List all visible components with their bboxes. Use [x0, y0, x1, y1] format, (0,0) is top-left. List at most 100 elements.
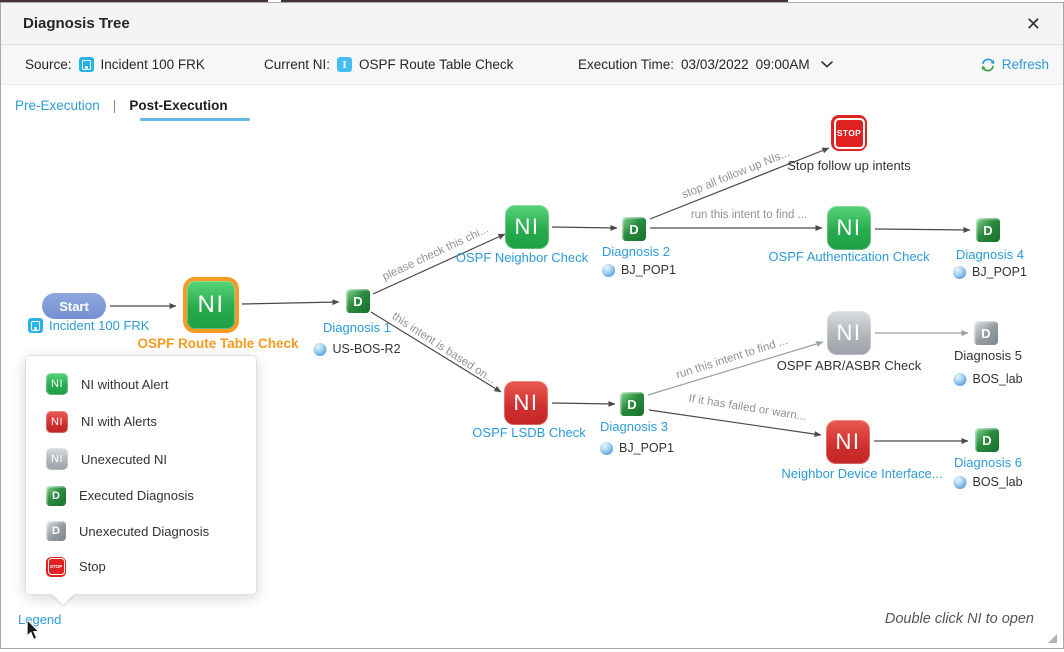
tab-separator: | [112, 97, 117, 113]
close-icon[interactable]: ✕ [1025, 13, 1041, 34]
ni-node-ospf-route-table-check[interactable]: NI [183, 277, 239, 333]
resize-handle[interactable] [1048, 634, 1057, 643]
diagnosis-icon-executed: D [346, 289, 370, 313]
ni-label-ospf-lsdb-check[interactable]: OSPF LSDB Check [472, 425, 586, 440]
execution-time-dropdown[interactable]: Execution Time: 03/03/2022 09:00AM [578, 45, 833, 84]
ni-node-ospf-authentication-check[interactable]: NI [827, 206, 871, 250]
stop-icon: STOP [46, 556, 66, 577]
ni-with-alerts-icon: NI [46, 410, 68, 433]
diagnosis-node-4[interactable]: D [976, 218, 1000, 242]
device-row: BJ_POP1 [953, 265, 1027, 279]
current-ni-label: Current NI: [264, 57, 331, 72]
legend-item: NI NI without Alert [46, 373, 236, 395]
background-strip [281, 0, 788, 3]
device-name: US-BOS-R2 [332, 342, 401, 356]
ni-label-ospf-abr-asbr-check[interactable]: OSPF ABR/ASBR Check [776, 358, 922, 373]
device-name: BJ_POP1 [972, 265, 1027, 279]
device-name: BOS_lab [972, 475, 1023, 489]
diagnosis-node-6[interactable]: D [975, 428, 999, 452]
ni-node-ospf-abr-asbr-check[interactable]: NI [827, 311, 871, 355]
edge-label: stop all follow up NIs... [680, 147, 791, 201]
diagnosis-node-3[interactable]: D [620, 392, 644, 416]
edge-label: run this intent to find ... [691, 209, 807, 221]
stop-node-label: Stop follow up intents [787, 158, 911, 173]
device-row: BOS_lab [953, 372, 1023, 386]
info-bar: Source: Incident 100 FRK Current NI: I O… [1, 45, 1063, 85]
ni-icon-red: NI [504, 381, 548, 425]
ni-icon-green: NI [827, 206, 871, 250]
diagnosis-label-2[interactable]: Diagnosis 2 [602, 244, 670, 259]
diagnosis-label-4[interactable]: Diagnosis 4 [956, 247, 1024, 262]
diagnosis-icon-unexecuted: D [974, 321, 998, 345]
device-row: BJ_POP1 [600, 441, 674, 455]
diagnosis-icon-executed: D [622, 217, 646, 241]
incident-icon [78, 57, 94, 72]
start-source-row[interactable]: Incident 100 FRK [28, 318, 149, 333]
start-source-label[interactable]: Incident 100 FRK [49, 318, 150, 333]
tabs-bar: Pre-Execution | Post-Execution [1, 85, 1063, 125]
double-click-hint: Double click NI to open [884, 611, 1034, 627]
device-icon [953, 475, 967, 489]
legend-item-label: NI without Alert [81, 376, 169, 392]
device-icon [602, 263, 616, 277]
legend-item: D Unexecuted Diagnosis [46, 521, 236, 542]
device-icon [313, 342, 327, 356]
ni-icon-red: NI [826, 420, 870, 464]
ni-label-ospf-route-table-check[interactable]: OSPF Route Table Check [137, 336, 299, 351]
legend-item-label: NI with Alerts [81, 414, 157, 430]
source-value: Incident 100 FRK [100, 57, 205, 72]
refresh-icon [981, 58, 995, 71]
legend-item-label: Unexecuted Diagnosis [79, 523, 210, 539]
device-name: BJ_POP1 [619, 441, 674, 455]
legend-item-label: Executed Diagnosis [79, 488, 194, 504]
stop-sign-icon: STOP [831, 115, 867, 151]
refresh-button[interactable]: Refresh [980, 45, 1049, 84]
device-row: BJ_POP1 [602, 263, 676, 277]
source-label: Source: [25, 57, 72, 72]
ni-label-ospf-authentication-check[interactable]: OSPF Authentication Check [768, 249, 930, 264]
legend-item: D Executed Diagnosis [46, 485, 236, 506]
page-title: Diagnosis Tree [23, 15, 130, 32]
diagnosis-node-5[interactable]: D [974, 321, 998, 345]
executed-diagnosis-icon: D [46, 485, 66, 506]
tab-post-execution[interactable]: Post-Execution [129, 97, 228, 113]
legend-item-label: Unexecuted NI [81, 451, 167, 467]
ni-label-ospf-neighbor-check[interactable]: OSPF Neighbor Check [455, 250, 589, 265]
titlebar: Diagnosis Tree ✕ [1, 3, 1063, 45]
edge-label: run this intent to find ... [675, 335, 790, 381]
legend-item: NI Unexecuted NI [46, 448, 236, 471]
ni-icon-green: NI [505, 205, 549, 249]
device-icon [953, 265, 967, 279]
tab-pre-execution[interactable]: Pre-Execution [15, 97, 100, 113]
ni-icon-gray: NI [827, 311, 871, 355]
device-icon [953, 372, 967, 386]
diagnosis-label-1[interactable]: Diagnosis 1 [323, 320, 391, 335]
diagnosis-label-3[interactable]: Diagnosis 3 [600, 419, 668, 434]
diagnosis-label-6[interactable]: Diagnosis 6 [954, 455, 1022, 470]
diagnosis-node-2[interactable]: D [622, 217, 646, 241]
start-pill: Start [42, 293, 106, 319]
incident-icon [28, 318, 43, 333]
background-strip [0, 0, 268, 3]
device-row: US-BOS-R2 [313, 342, 401, 356]
diagnosis-icon-executed: D [976, 218, 1000, 242]
diagnosis-icon-executed: D [975, 428, 999, 452]
ni-label-neighbor-device-interface[interactable]: Neighbor Device Interface... [781, 466, 943, 481]
chevron-down-icon[interactable] [820, 61, 833, 68]
mouse-cursor-icon [26, 618, 41, 646]
diagnosis-node-1[interactable]: D [346, 289, 370, 313]
legend-popup: NI NI without Alert NI NI with Alerts NI… [25, 355, 257, 605]
ni-node-ospf-lsdb-check[interactable]: NI [504, 381, 548, 425]
ni-node-ospf-neighbor-check[interactable]: NI [505, 205, 549, 249]
execution-time-label: Execution Time: [578, 57, 675, 72]
unexecuted-ni-icon: NI [46, 448, 68, 471]
execution-clock: 09:00AM [755, 57, 810, 72]
ni-node-neighbor-device-interface[interactable]: NI [826, 420, 870, 464]
start-node: Start [42, 293, 106, 319]
diagnosis-icon-executed: D [620, 392, 644, 416]
legend-item-label: Stop [79, 559, 106, 575]
active-tab-underline [140, 118, 250, 121]
